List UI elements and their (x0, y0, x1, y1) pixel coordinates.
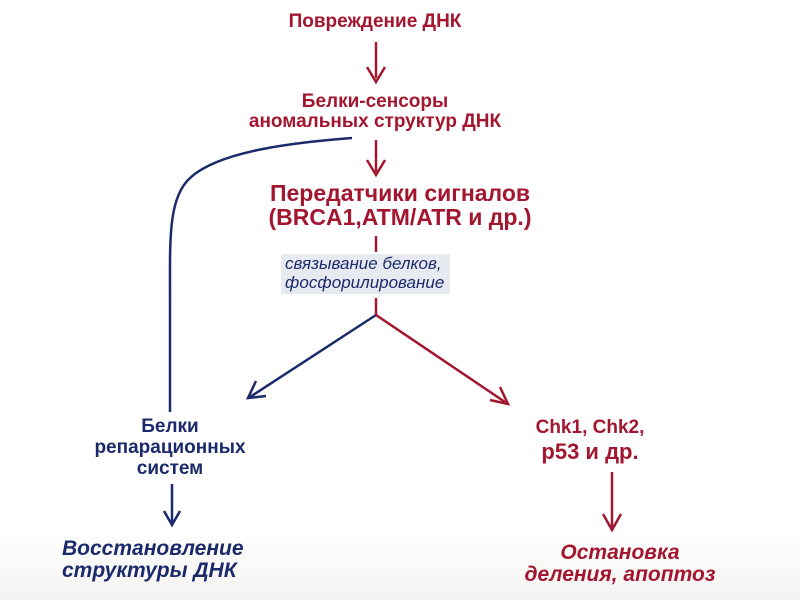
node-checkpoint-proteins-line2: p53 и др. (541, 438, 639, 464)
node-signal-transmitters-line2: (BRCA1,ATM/ATR и др.) (268, 204, 532, 231)
node-repair-proteins-line2: репарационных (94, 436, 246, 458)
node-checkpoint-proteins-line1: Chk1, Chk2, (535, 417, 645, 438)
node-dna-restoration-line2: структуры ДНК (62, 559, 237, 583)
node-sensor-proteins-line1: Белки-сенсоры (301, 91, 449, 112)
node-dna-damage-text: Повреждение ДНК (288, 11, 462, 32)
note-line2: фосфорилирование (285, 272, 445, 292)
note-line1: связывание белков, (285, 254, 442, 273)
arrow-damage-to-sensors (365, 42, 387, 85)
node-dna-damage: Повреждение ДНК (240, 12, 510, 32)
node-division-stop-line1: Остановка (560, 541, 680, 564)
arrow-repair-to-restore (162, 484, 182, 528)
node-dna-restoration: Восстановление структуры ДНК (40, 537, 340, 583)
node-repair-proteins: Белки репарационных систем (40, 416, 300, 480)
arrow-split-to-checkpoints (375, 313, 511, 406)
note-binding-phosphorylation: связывание белков, фосфорилирование (281, 254, 451, 295)
arrow-checkpoints-to-stop (601, 472, 623, 533)
node-checkpoint-proteins: Chk1, Chk2, p53 и др. (480, 417, 700, 464)
node-repair-proteins-line3: систем (136, 457, 204, 479)
node-dna-restoration-line1: Восстановление (62, 537, 244, 560)
node-signal-transmitters: Передатчики сигналов (BRCA1,ATM/ATR и др… (230, 181, 570, 229)
node-sensor-proteins-line2: аномальных структур ДНК (248, 110, 502, 132)
arrow-sensors-to-transmitters (365, 140, 387, 178)
node-repair-proteins-line1: Белки (141, 416, 199, 437)
node-sensor-proteins: Белки-сенсоры аномальных структур ДНК (195, 92, 555, 132)
node-division-stop-line2: деления, апоптоз (524, 563, 716, 587)
curve-sensors-to-repair (168, 136, 353, 412)
arrow-split-to-repair (245, 313, 377, 400)
node-division-stop-apoptosis: Остановка деления, апоптоз (470, 541, 770, 587)
node-signal-transmitters-line1: Передатчики сигналов (269, 180, 531, 206)
